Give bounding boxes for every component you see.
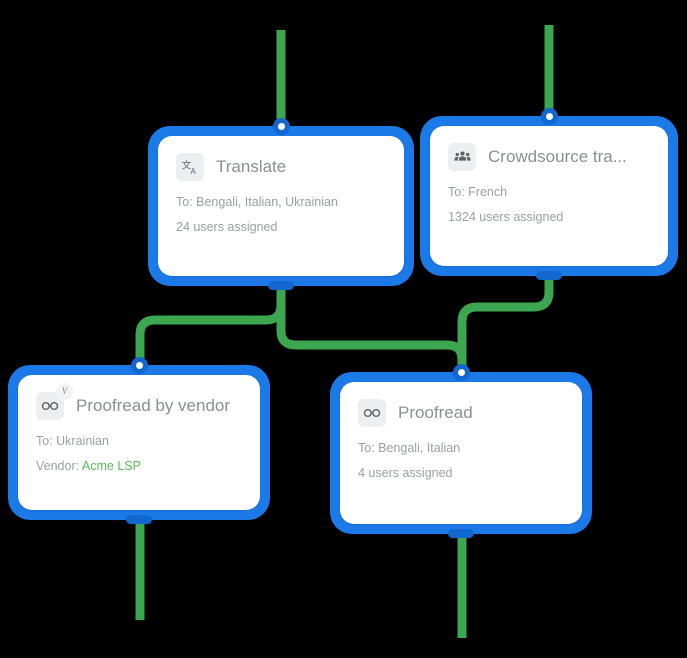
edge-translate-to-proofread (276, 277, 467, 384)
node-proofread-by-vendor-title: Proofread by vendor (76, 396, 231, 415)
group-people-icon (448, 143, 476, 171)
node-crowdsource-output-port[interactable] (536, 271, 562, 280)
node-proofread-title: Proofread (398, 403, 473, 422)
edge-crowdsource-to-proofread (457, 267, 554, 384)
node-translate-output-port[interactable] (268, 281, 294, 290)
node-crowdsource-languages: To: French (448, 185, 508, 199)
node-crowdsource-header: Crowdsource tra... (448, 143, 650, 171)
node-translate-languages: To: Bengali, Italian, Ukrainian (176, 195, 338, 209)
node-proofread[interactable]: Proofread To: Bengali, Italian 4 users a… (330, 364, 592, 538)
node-proofread-by-vendor[interactable]: V Proofread by vendor To: Ukrainian Vend… (8, 357, 270, 524)
node-crowdsource-assignees: 1324 users assigned (448, 210, 564, 224)
node-translate-assignees: 24 users assigned (176, 220, 278, 234)
translate-icon: 文 A (176, 153, 204, 181)
node-proofread-input-port[interactable] (452, 364, 470, 381)
node-crowdsource-input-port[interactable] (540, 108, 558, 125)
node-crowdsource[interactable]: Crowdsource tra... To: French 1324 users… (420, 108, 678, 280)
node-proofread-by-vendor-header: V Proofread by vendor (36, 383, 242, 420)
node-proofread-card[interactable]: Proofread To: Bengali, Italian 4 users a… (340, 364, 582, 538)
node-proofread-header: Proofread (358, 399, 564, 427)
glasses-icon: V (36, 383, 73, 420)
node-proofread-by-vendor-vendor: Vendor: Acme LSP (36, 459, 242, 473)
node-translate-input-port[interactable] (272, 118, 290, 135)
vendor-badge-icon: V (56, 383, 73, 400)
vendor-name: Acme LSP (81, 459, 141, 473)
node-proofread-assignees: 4 users assigned (358, 466, 453, 480)
node-proofread-by-vendor-card[interactable]: V Proofread by vendor To: Ukrainian Vend… (18, 357, 260, 524)
vendor-label: Vendor: (36, 459, 80, 473)
node-crowdsource-title: Crowdsource tra... (488, 147, 627, 166)
node-proofread-output-port[interactable] (448, 529, 474, 538)
node-proofread-by-vendor-output-port[interactable] (126, 515, 152, 524)
svg-text:文: 文 (181, 159, 191, 171)
node-translate-title: Translate (216, 157, 287, 176)
node-proofread-by-vendor-input-port[interactable] (130, 357, 148, 374)
node-proofread-by-vendor-languages: To: Ukrainian (36, 434, 109, 448)
node-translate[interactable]: 文 A Translate To: Bengali, Italian, Ukra… (148, 118, 414, 290)
node-crowdsource-card[interactable]: Crowdsource tra... To: French 1324 users… (430, 108, 668, 280)
svg-text:A: A (190, 166, 196, 175)
node-translate-card[interactable]: 文 A Translate To: Bengali, Italian, Ukra… (158, 118, 404, 290)
node-translate-header: 文 A Translate (176, 153, 386, 181)
glasses-icon (358, 399, 386, 427)
node-proofread-languages: To: Bengali, Italian (358, 441, 461, 455)
edge-translate-to-proofread-vendor (135, 277, 286, 377)
